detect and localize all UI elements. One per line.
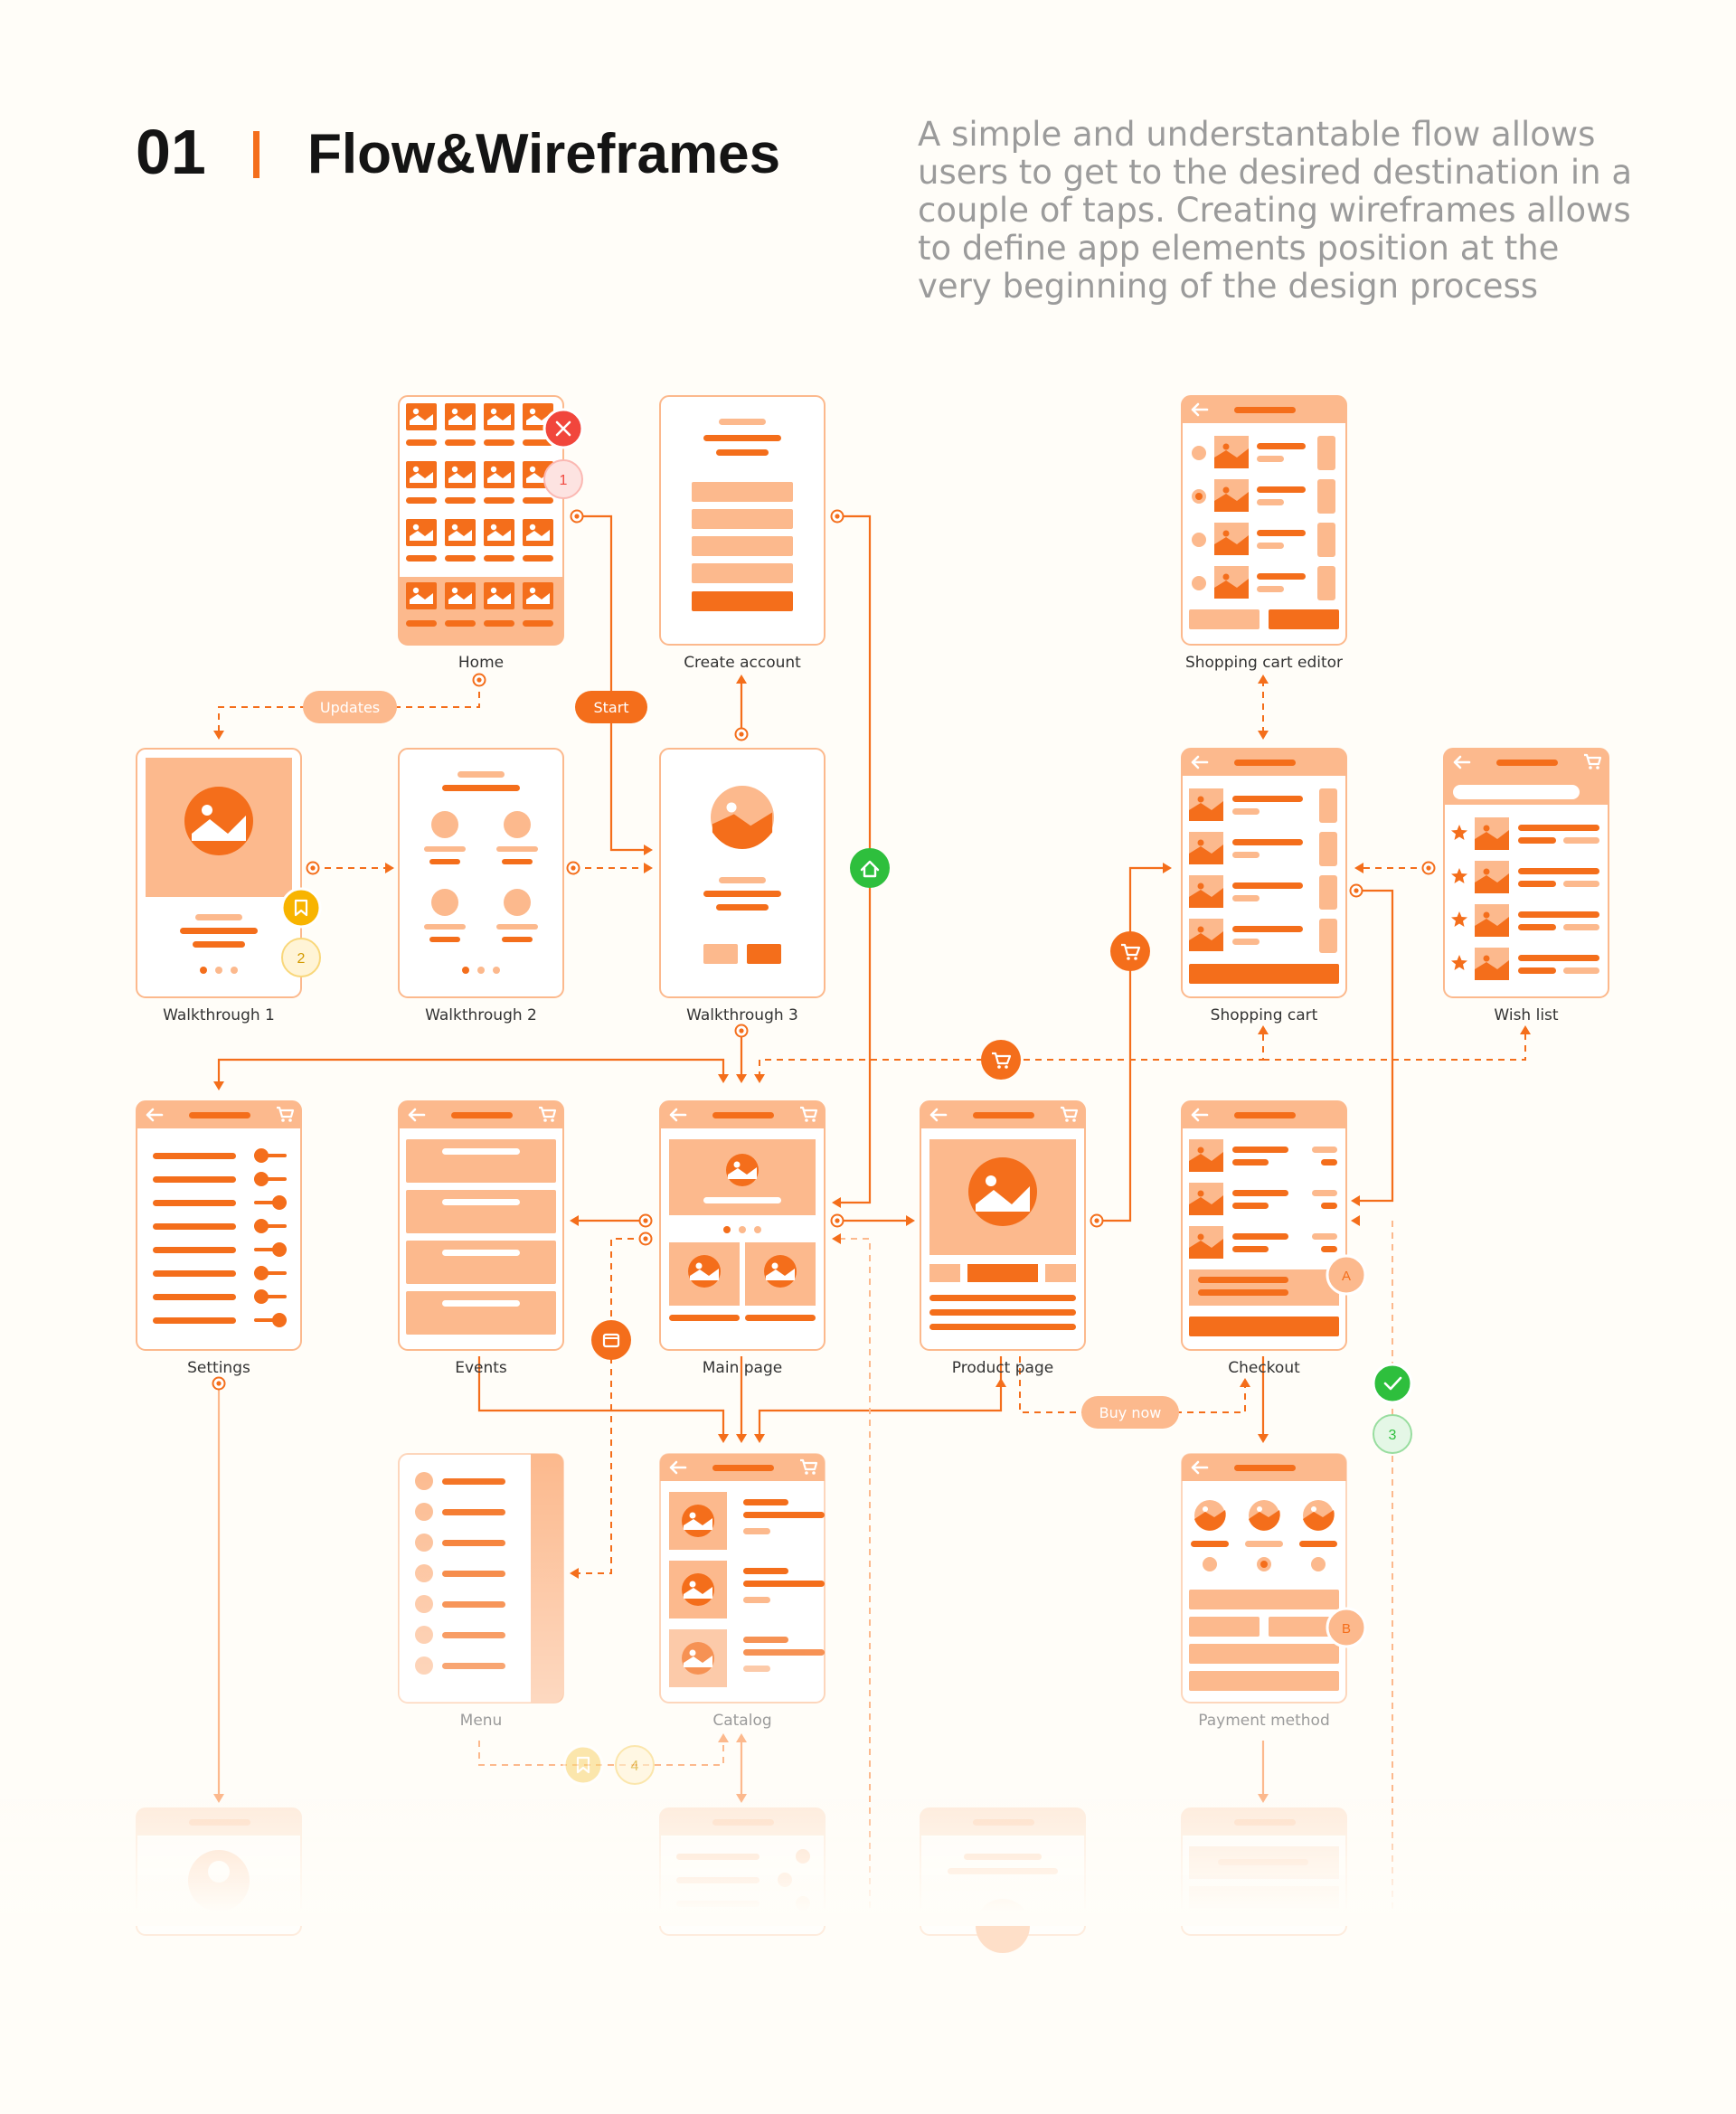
walkthrough-bookmark-marker: 2 xyxy=(280,887,322,977)
screen-create-account[interactable] xyxy=(659,395,826,646)
home-icon xyxy=(860,860,880,878)
label-checkout: Checkout xyxy=(1228,1359,1300,1377)
bookmark-icon xyxy=(576,1756,590,1774)
label-menu: Menu xyxy=(460,1712,503,1730)
screen-cart-editor[interactable] xyxy=(1181,395,1347,646)
checkout-success-marker: 3 xyxy=(1372,1363,1413,1454)
label-main-page: Main page xyxy=(703,1359,782,1377)
star-icon xyxy=(1451,825,1467,840)
screen-catalog[interactable] xyxy=(659,1453,826,1703)
home-error-marker: 1 xyxy=(542,408,584,499)
cart-icon xyxy=(992,1052,1012,1069)
cart-badge-product xyxy=(1110,931,1150,971)
label-settings: Settings xyxy=(187,1359,250,1377)
screen-walkthrough-2[interactable] xyxy=(398,748,564,998)
header-divider xyxy=(253,131,259,178)
screen-checkout[interactable] xyxy=(1181,1100,1347,1351)
label-home: Home xyxy=(458,654,504,672)
screen-payment-method[interactable] xyxy=(1181,1453,1347,1703)
menu-bookmark-marker: 4 xyxy=(562,1744,655,1786)
screen-product-page[interactable] xyxy=(920,1100,1086,1351)
screen-menu[interactable] xyxy=(398,1453,564,1703)
home-badge xyxy=(850,848,890,888)
label-create-account: Create account xyxy=(684,654,801,672)
label-catalog: Catalog xyxy=(712,1712,771,1730)
check-icon xyxy=(1383,1376,1402,1391)
label-cart-editor: Shopping cart editor xyxy=(1185,654,1343,672)
screen-walkthrough-1[interactable] xyxy=(136,748,302,998)
screen-settings[interactable] xyxy=(136,1100,302,1351)
calendar-icon xyxy=(602,1333,620,1348)
label-payment-method: Payment method xyxy=(1198,1712,1329,1730)
screen-walkthrough-3[interactable] xyxy=(659,748,826,998)
payment-b-letter: B xyxy=(1342,1621,1351,1637)
close-icon xyxy=(555,420,571,437)
label-walkthrough-3: Walkthrough 3 xyxy=(686,1006,798,1024)
walkthrough-bookmark-number: 2 xyxy=(297,951,306,967)
start-pill: Start xyxy=(575,691,647,723)
home-grid xyxy=(406,403,553,627)
bottom-fade xyxy=(0,1799,1736,1926)
payment-b-marker: B xyxy=(1326,1607,1367,1648)
section-number: 01 xyxy=(136,117,206,187)
checkout-success-number: 3 xyxy=(1389,1428,1397,1443)
label-shopping-cart: Shopping cart xyxy=(1211,1006,1318,1024)
label-events: Events xyxy=(455,1359,507,1377)
page-description: A simple and understantable flow allows … xyxy=(918,115,1633,306)
screen-events[interactable] xyxy=(398,1100,564,1351)
page-title: Flow&Wireframes xyxy=(307,123,781,185)
label-product-page: Product page xyxy=(952,1359,1053,1377)
arrowheads xyxy=(213,675,1531,1803)
updates-pill-label: Updates xyxy=(320,699,380,716)
events-calendar-badge xyxy=(591,1320,631,1360)
cart-icon xyxy=(1121,943,1141,960)
checkout-a-marker: A xyxy=(1326,1254,1367,1296)
checkout-a-letter: A xyxy=(1342,1269,1351,1284)
cart-badge-main xyxy=(981,1040,1021,1080)
buy-now-pill-label: Buy now xyxy=(1099,1404,1162,1421)
label-walkthrough-1: Walkthrough 1 xyxy=(163,1006,275,1024)
screen-main-page[interactable] xyxy=(659,1100,826,1351)
label-wish-list: Wish list xyxy=(1494,1006,1558,1024)
updates-pill: Updates xyxy=(303,691,397,723)
screen-home[interactable] xyxy=(398,395,564,646)
home-error-number: 1 xyxy=(560,473,568,488)
screen-wish-list[interactable] xyxy=(1443,748,1609,998)
buy-now-pill: Buy now xyxy=(1081,1396,1179,1429)
bookmark-icon xyxy=(294,899,308,917)
label-walkthrough-2: Walkthrough 2 xyxy=(425,1006,537,1024)
menu-bookmark-number: 4 xyxy=(631,1759,639,1774)
start-pill-label: Start xyxy=(593,699,628,716)
screen-shopping-cart[interactable] xyxy=(1181,748,1347,998)
